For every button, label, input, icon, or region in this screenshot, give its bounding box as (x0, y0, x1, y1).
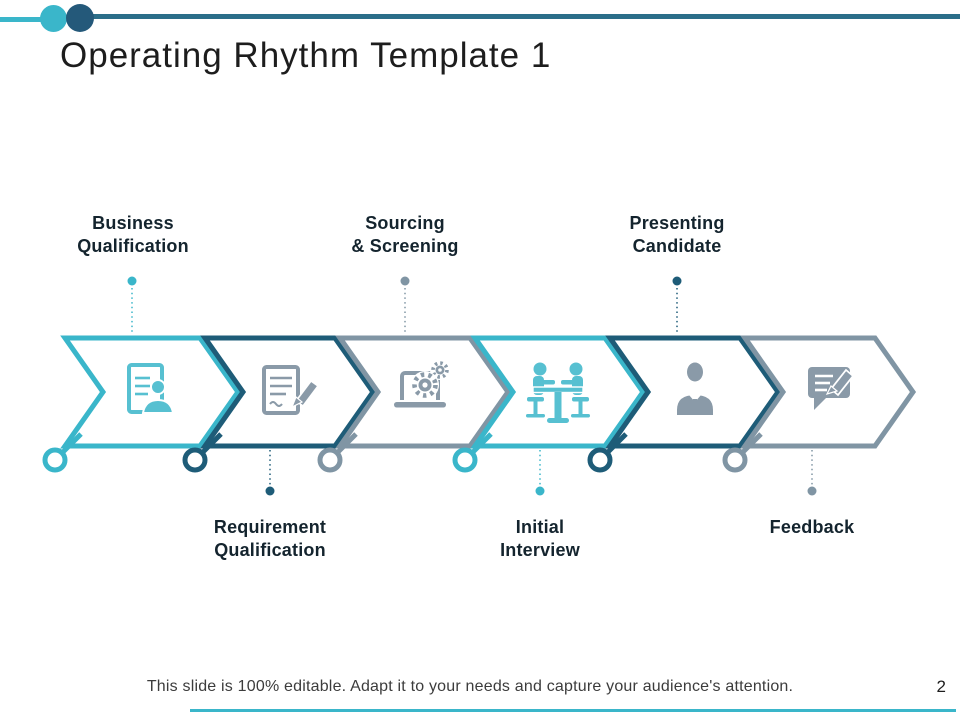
footer-text: This slide is 100% editable. Adapt it to… (146, 678, 794, 695)
footer-line (190, 709, 956, 712)
page-title: Operating Rhythm Template 1 (60, 36, 552, 75)
connector-dot (265, 486, 275, 496)
header-circle-dark (66, 4, 94, 32)
header-line-light (0, 17, 54, 22)
step-label-sourcing-screening: Sourcing & Screening (351, 213, 459, 256)
step-label-business-qualification: Business Qualification (77, 213, 189, 256)
document-edit-icon (262, 365, 320, 415)
process-flow-diagram (42, 276, 917, 496)
connector-dot (807, 486, 817, 496)
connector-step6 (807, 450, 817, 496)
anchor-ring-3 (317, 432, 358, 473)
anchor-ring-6 (722, 432, 763, 473)
step-label-presenting-candidate: Presenting Candidate (629, 213, 725, 256)
connector-step5 (672, 276, 682, 334)
page-number: 2 (936, 677, 946, 696)
resume-icon (127, 363, 175, 414)
connector-dot (535, 486, 545, 496)
interview-icon (526, 362, 590, 423)
connector-step4 (535, 450, 545, 496)
step-label-feedback: Feedback (769, 517, 855, 537)
step-label-initial-interview: Initial Interview (500, 517, 580, 560)
anchor-ring-2 (182, 432, 223, 473)
connector-dot (672, 276, 682, 286)
connector-dot (400, 276, 410, 286)
chevron-5 (605, 335, 782, 449)
anchor-ring-5 (587, 432, 628, 473)
chat-edit-icon (808, 367, 855, 410)
header-circle-light (40, 5, 67, 32)
laptop-gears-icon (394, 360, 450, 408)
connector-step2 (265, 450, 275, 496)
anchor-ring-4 (452, 432, 493, 473)
businessman-icon (677, 362, 713, 415)
header-line-dark (92, 14, 960, 19)
connector-dot (127, 276, 137, 286)
connector-step1 (127, 276, 137, 334)
connector-step3 (400, 276, 410, 334)
step-label-requirement-qualification: Requirement Qualification (213, 517, 327, 560)
anchor-ring-1 (42, 432, 83, 473)
